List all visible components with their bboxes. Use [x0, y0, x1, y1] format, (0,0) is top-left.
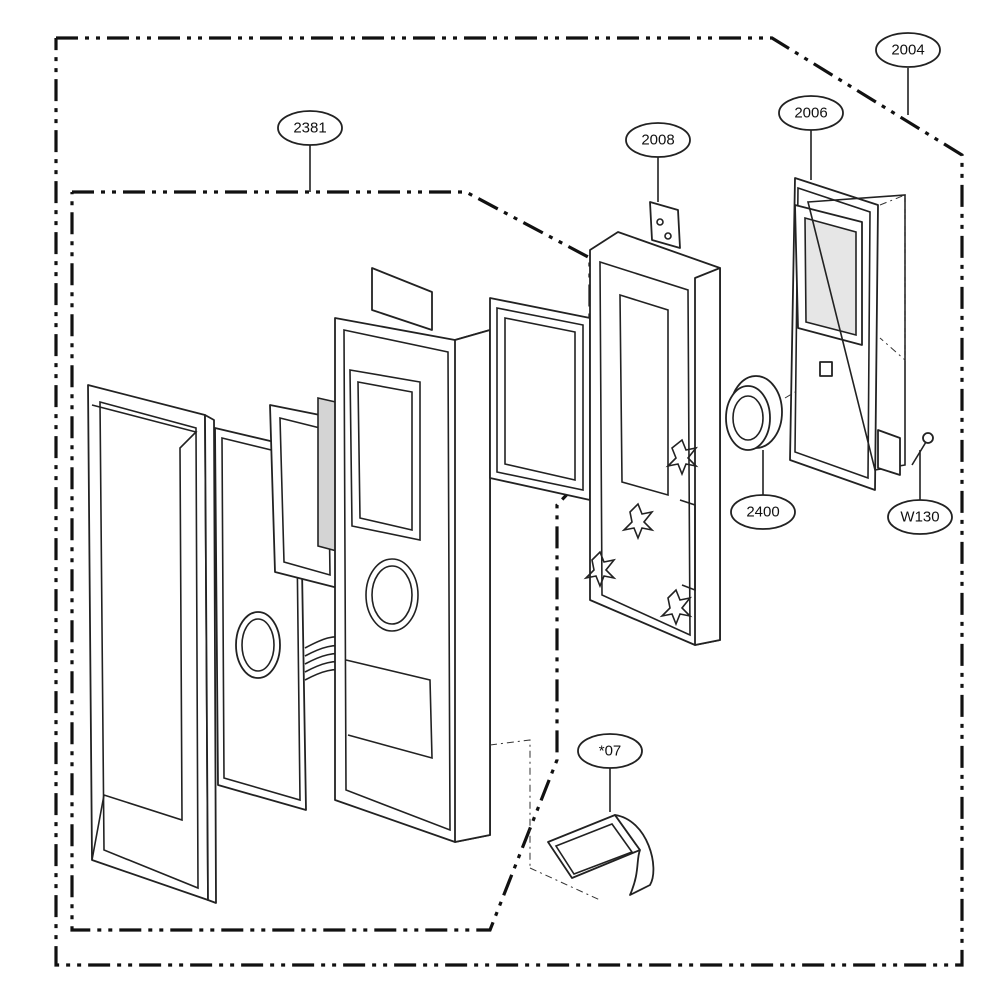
- callout-2004: 2004: [875, 32, 941, 68]
- knob-hole: [235, 611, 281, 679]
- display-module: [804, 216, 857, 337]
- encoder-knob: [725, 375, 783, 451]
- callout-2381: 2381: [277, 110, 343, 146]
- leader-lines: [309, 68, 921, 812]
- callout-label: 2400: [746, 504, 779, 521]
- callout-w130: W130: [887, 499, 953, 535]
- retaining-clip: [547, 814, 655, 896]
- callout-label: 2008: [641, 132, 674, 149]
- callout-label: W130: [900, 509, 939, 526]
- callout-label: *07: [599, 743, 622, 760]
- assembly-boundary-2004: [54, 36, 964, 967]
- gasket: [489, 297, 591, 501]
- control-frame-bracket: [583, 201, 721, 646]
- callout-2008: 2008: [625, 122, 691, 158]
- control-panel-housing: [334, 267, 491, 843]
- callout-label: 2004: [891, 42, 924, 59]
- callout-07: *07: [577, 733, 643, 769]
- callout-2006: 2006: [778, 95, 844, 131]
- callout-label: 2381: [293, 120, 326, 137]
- reference-lines: [489, 194, 906, 901]
- door-front-panel: [87, 384, 217, 904]
- pcb-assembly: [789, 177, 906, 491]
- screw-w130: [911, 432, 934, 466]
- callout-2400: 2400: [730, 494, 796, 530]
- callout-label: 2006: [794, 105, 827, 122]
- assembly-boundary-2381: [70, 190, 592, 932]
